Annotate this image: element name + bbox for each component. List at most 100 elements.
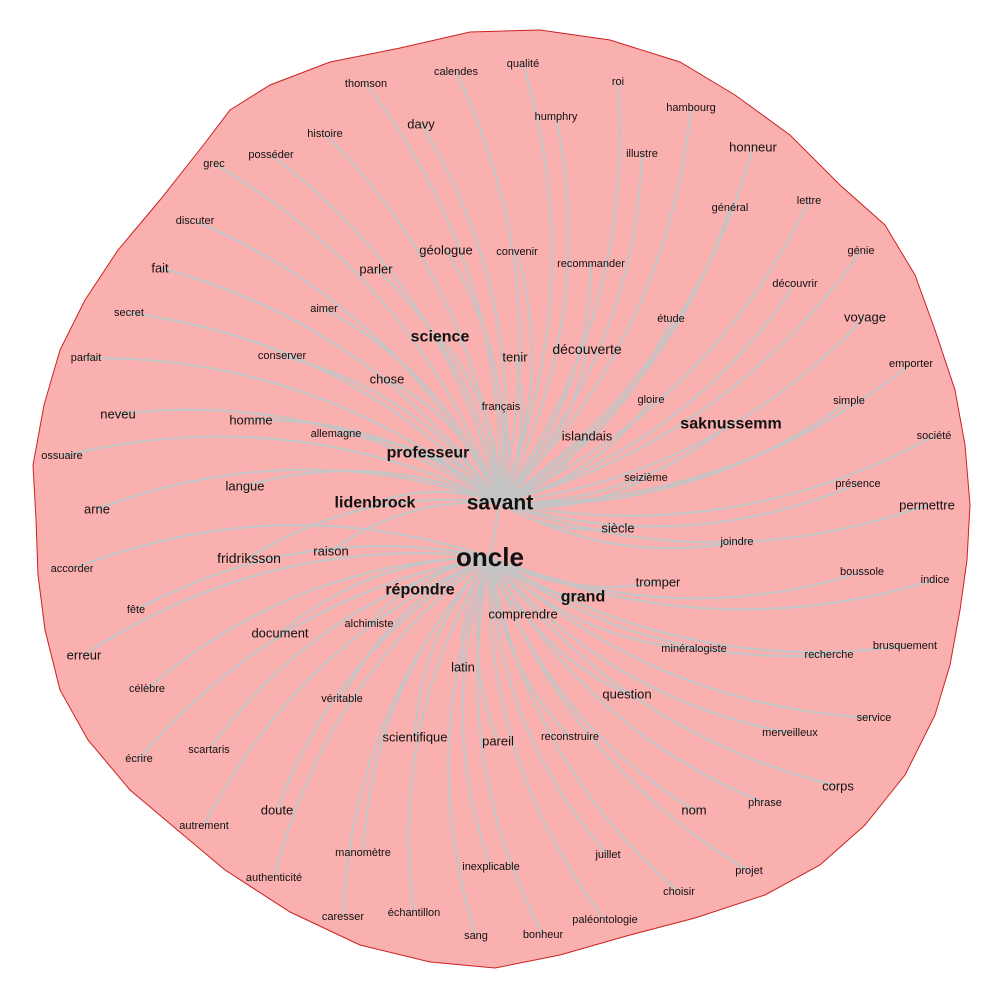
edge-islandais (499, 435, 588, 505)
node-label-fete: fête (127, 604, 145, 616)
node-label-scientifique: scientifique (382, 730, 447, 745)
edge-echantillon (407, 556, 491, 914)
edge-fridriksson (248, 498, 501, 559)
node-label-honneur: honneur (729, 140, 777, 155)
node-label-joindre: joindre (719, 536, 753, 548)
node-label-erreur: erreur (67, 648, 102, 663)
node-label-reconstruire: reconstruire (541, 731, 599, 743)
node-label-voyage: voyage (844, 310, 886, 325)
edge-juillet (488, 556, 609, 856)
node-label-chose: chose (370, 372, 405, 387)
node-label-grand: grand (561, 589, 605, 606)
node-label-conserver: conserver (258, 350, 307, 362)
edge-autrement (203, 555, 491, 827)
edge-geologue (445, 249, 505, 504)
node-label-science: science (411, 329, 470, 346)
edge-allemagne (335, 432, 501, 504)
node-label-indice: indice (921, 574, 950, 586)
edge-homme (250, 418, 501, 504)
edge-phrase (489, 556, 766, 805)
node-label-inexplicable: inexplicable (462, 861, 519, 873)
edge-sang (447, 556, 492, 937)
node-label-oncle: oncle (456, 542, 524, 572)
edge-recommander (499, 263, 593, 504)
node-label-alchimiste: alchimiste (345, 618, 394, 630)
node-label-aimer: aimer (310, 303, 338, 315)
node-label-fridriksson: fridriksson (217, 550, 281, 566)
node-label-document: document (251, 626, 308, 641)
edge-davy (420, 123, 508, 504)
node-label-doute: doute (261, 803, 294, 818)
edge-fete (135, 545, 491, 611)
node-label-paleontologie: paléontologie (572, 914, 637, 926)
node-label-accorder: accorder (51, 563, 94, 575)
edge-emporter (499, 363, 912, 505)
edge-conserver (281, 354, 501, 504)
node-label-repondre: répondre (385, 582, 454, 599)
edge-layer (61, 63, 936, 937)
node-label-brusquement: brusquement (873, 640, 937, 652)
node-label-posseder: posséder (248, 149, 294, 161)
edge-erreur (83, 552, 491, 656)
node-label-authenticite: authenticité (246, 872, 302, 884)
edge-posseder (270, 154, 502, 504)
edge-qualite (498, 63, 553, 504)
node-label-permettre: permettre (899, 498, 955, 513)
node-label-recommander: recommander (557, 258, 625, 270)
node-label-savant: savant (467, 492, 534, 515)
edge-arne (96, 468, 501, 511)
node-label-caresser: caresser (322, 911, 365, 923)
edge-joindre (499, 502, 738, 550)
edge-calendes (455, 71, 522, 504)
node-label-sang: sang (464, 930, 488, 942)
edge-roi (499, 81, 621, 504)
node-label-saknussemm: saknussemm (680, 416, 781, 433)
node-label-qualite: qualité (507, 58, 539, 70)
edge-caresser (341, 556, 491, 918)
node-label-homme: homme (229, 413, 272, 428)
edge-grec (213, 163, 502, 504)
node-label-tenir: tenir (502, 350, 528, 365)
edge-etude (499, 318, 673, 504)
edge-histoire (324, 133, 502, 504)
node-label-projet: projet (735, 865, 763, 877)
edge-brusquement (489, 556, 906, 654)
node-label-question: question (602, 687, 651, 702)
node-label-siecle: siècle (601, 521, 634, 536)
edge-accorder (71, 524, 491, 571)
node-label-emporter: emporter (889, 358, 933, 370)
edge-ossuaire (61, 435, 501, 504)
node-label-ecrire: écrire (125, 753, 153, 765)
edge-ecrire (138, 555, 491, 760)
node-label-etude: étude (657, 313, 685, 325)
node-label-phrase: phrase (748, 797, 782, 809)
edge-seizieme (499, 477, 647, 508)
node-label-autrement: autrement (179, 820, 229, 832)
edge-service (489, 556, 875, 720)
node-label-nom: nom (681, 803, 706, 818)
node-label-pareil: pareil (482, 734, 514, 749)
edge-secret (128, 311, 501, 504)
edge-gloire (499, 399, 652, 505)
node-label-grec: grec (203, 158, 225, 170)
edge-scartaris (208, 555, 491, 751)
node-label-celebre: célèbre (129, 683, 165, 695)
node-label-raison: raison (313, 544, 348, 559)
node-label-hambourg: hambourg (666, 102, 716, 114)
edge-lettre (499, 200, 810, 505)
edge-societe (499, 435, 935, 517)
node-label-general: général (712, 202, 749, 214)
edge-raison (330, 501, 501, 552)
node-label-islandais: islandais (562, 429, 613, 444)
node-label-boussole: boussole (840, 566, 884, 578)
node-label-genie: génie (848, 245, 875, 257)
node-label-societe: société (917, 430, 952, 442)
edge-hambourg (499, 107, 693, 504)
node-label-choisir: choisir (663, 886, 695, 898)
node-label-manometre: manomètre (335, 847, 391, 859)
node-label-neveu: neveu (100, 407, 135, 422)
node-label-mineralogiste: minéralogiste (661, 643, 726, 655)
node-label-geologue: géologue (419, 243, 473, 258)
edge-hub-link (488, 502, 502, 558)
